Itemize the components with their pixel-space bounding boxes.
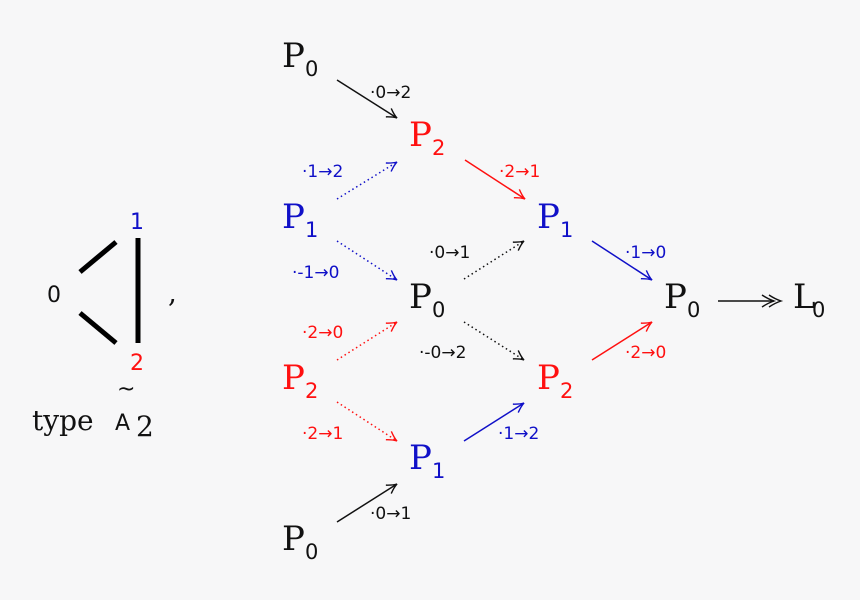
svg-text:L: L	[793, 277, 816, 317]
svg-text:P: P	[537, 197, 560, 237]
edges: ·0→2 ·1→2 ·2→1 ·-1→0 ·0→1 ·1→0 ·2→0 ·-0→…	[292, 79, 784, 524]
edge-label: ·-1→0	[292, 263, 339, 283]
node-p0-bottom: P 0	[282, 519, 318, 564]
node-p0-top: P 0	[282, 36, 318, 81]
node-p1-right: P 1	[537, 197, 573, 242]
svg-text:2: 2	[305, 379, 318, 403]
svg-text:2: 2	[560, 379, 573, 403]
node-p0-right: P 0	[664, 277, 700, 322]
svg-text:0: 0	[812, 298, 825, 322]
svg-text:0: 0	[305, 57, 318, 81]
svg-text:P: P	[409, 115, 432, 155]
svg-text:0: 0	[687, 298, 700, 322]
caption-word: type	[32, 404, 94, 437]
svg-text:P: P	[282, 519, 305, 559]
edge-p2-p1right	[464, 159, 526, 200]
caption-sub: 2	[136, 410, 154, 443]
caption-symbol: A	[115, 411, 130, 436]
svg-text:2: 2	[432, 136, 445, 160]
svg-text:P: P	[537, 358, 560, 398]
edge-p0center-p2lower	[463, 321, 525, 361]
surjection-arrow	[718, 294, 784, 308]
edge-p2lower-p0right	[591, 321, 653, 361]
edge-label: ·2→0	[302, 323, 343, 343]
dynkin-vertex-1: 1	[130, 210, 144, 235]
edge-p0top-p2	[336, 79, 398, 119]
edge-p2left-p0center	[336, 321, 398, 361]
edge-p0bottom-p1lower	[336, 483, 398, 523]
edge-label: ·2→1	[302, 424, 343, 444]
svg-text:P: P	[409, 438, 432, 478]
node-l0: L 0	[793, 277, 825, 322]
nodes: P 0 P 2 P 1 P 1 P 0 P 0 L 0 P 2	[282, 36, 825, 564]
edge-p1lower-p2lower	[463, 402, 525, 442]
tilde-accent: ~	[117, 377, 135, 402]
edge-p1-p2	[336, 161, 398, 200]
svg-text:0: 0	[432, 298, 445, 322]
edge-p2left-p1lower	[336, 401, 398, 442]
dynkin-caption: type ~ A 2	[32, 377, 154, 443]
dynkin-edge-0-2	[78, 311, 118, 345]
node-p1-left: P 1	[282, 197, 318, 242]
svg-text:1: 1	[432, 459, 445, 483]
edge-label: ·1→2	[498, 424, 539, 444]
edge-p0center-p1right	[463, 240, 525, 280]
edge-label: ·1→2	[302, 162, 343, 182]
node-p2-left: P 2	[282, 358, 318, 403]
edge-label: ·1→0	[625, 243, 666, 263]
edge-p1right-p0right	[591, 240, 653, 281]
svg-text:1: 1	[305, 218, 318, 242]
svg-text:P: P	[409, 277, 432, 317]
svg-text:P: P	[282, 197, 305, 237]
node-p2-upper: P 2	[409, 115, 445, 160]
edge-label: ·0→2	[370, 83, 411, 103]
node-p0-center: P 0	[409, 277, 445, 322]
node-p2-lower: P 2	[537, 358, 573, 403]
edge-label: ·2→0	[625, 343, 666, 363]
edge-label: ·0→1	[429, 243, 470, 263]
node-p1-lower: P 1	[409, 438, 445, 483]
edge-label: ·-0→2	[419, 343, 466, 363]
svg-text:0: 0	[305, 540, 318, 564]
svg-text:P: P	[282, 36, 305, 76]
svg-text:1: 1	[560, 218, 573, 242]
edge-label: ·0→1	[370, 504, 411, 524]
svg-text:P: P	[282, 358, 305, 398]
dynkin-vertex-2: 2	[130, 351, 144, 376]
dynkin-vertex-0: 0	[47, 283, 61, 308]
dynkin-diagram: 0 1 2 , type ~ A 2	[32, 210, 177, 443]
comma: ,	[168, 276, 177, 309]
svg-text:P: P	[664, 277, 687, 317]
edge-label: ·2→1	[499, 162, 540, 182]
dynkin-edge-0-1	[78, 240, 118, 274]
edge-p1-p0center	[336, 240, 398, 281]
